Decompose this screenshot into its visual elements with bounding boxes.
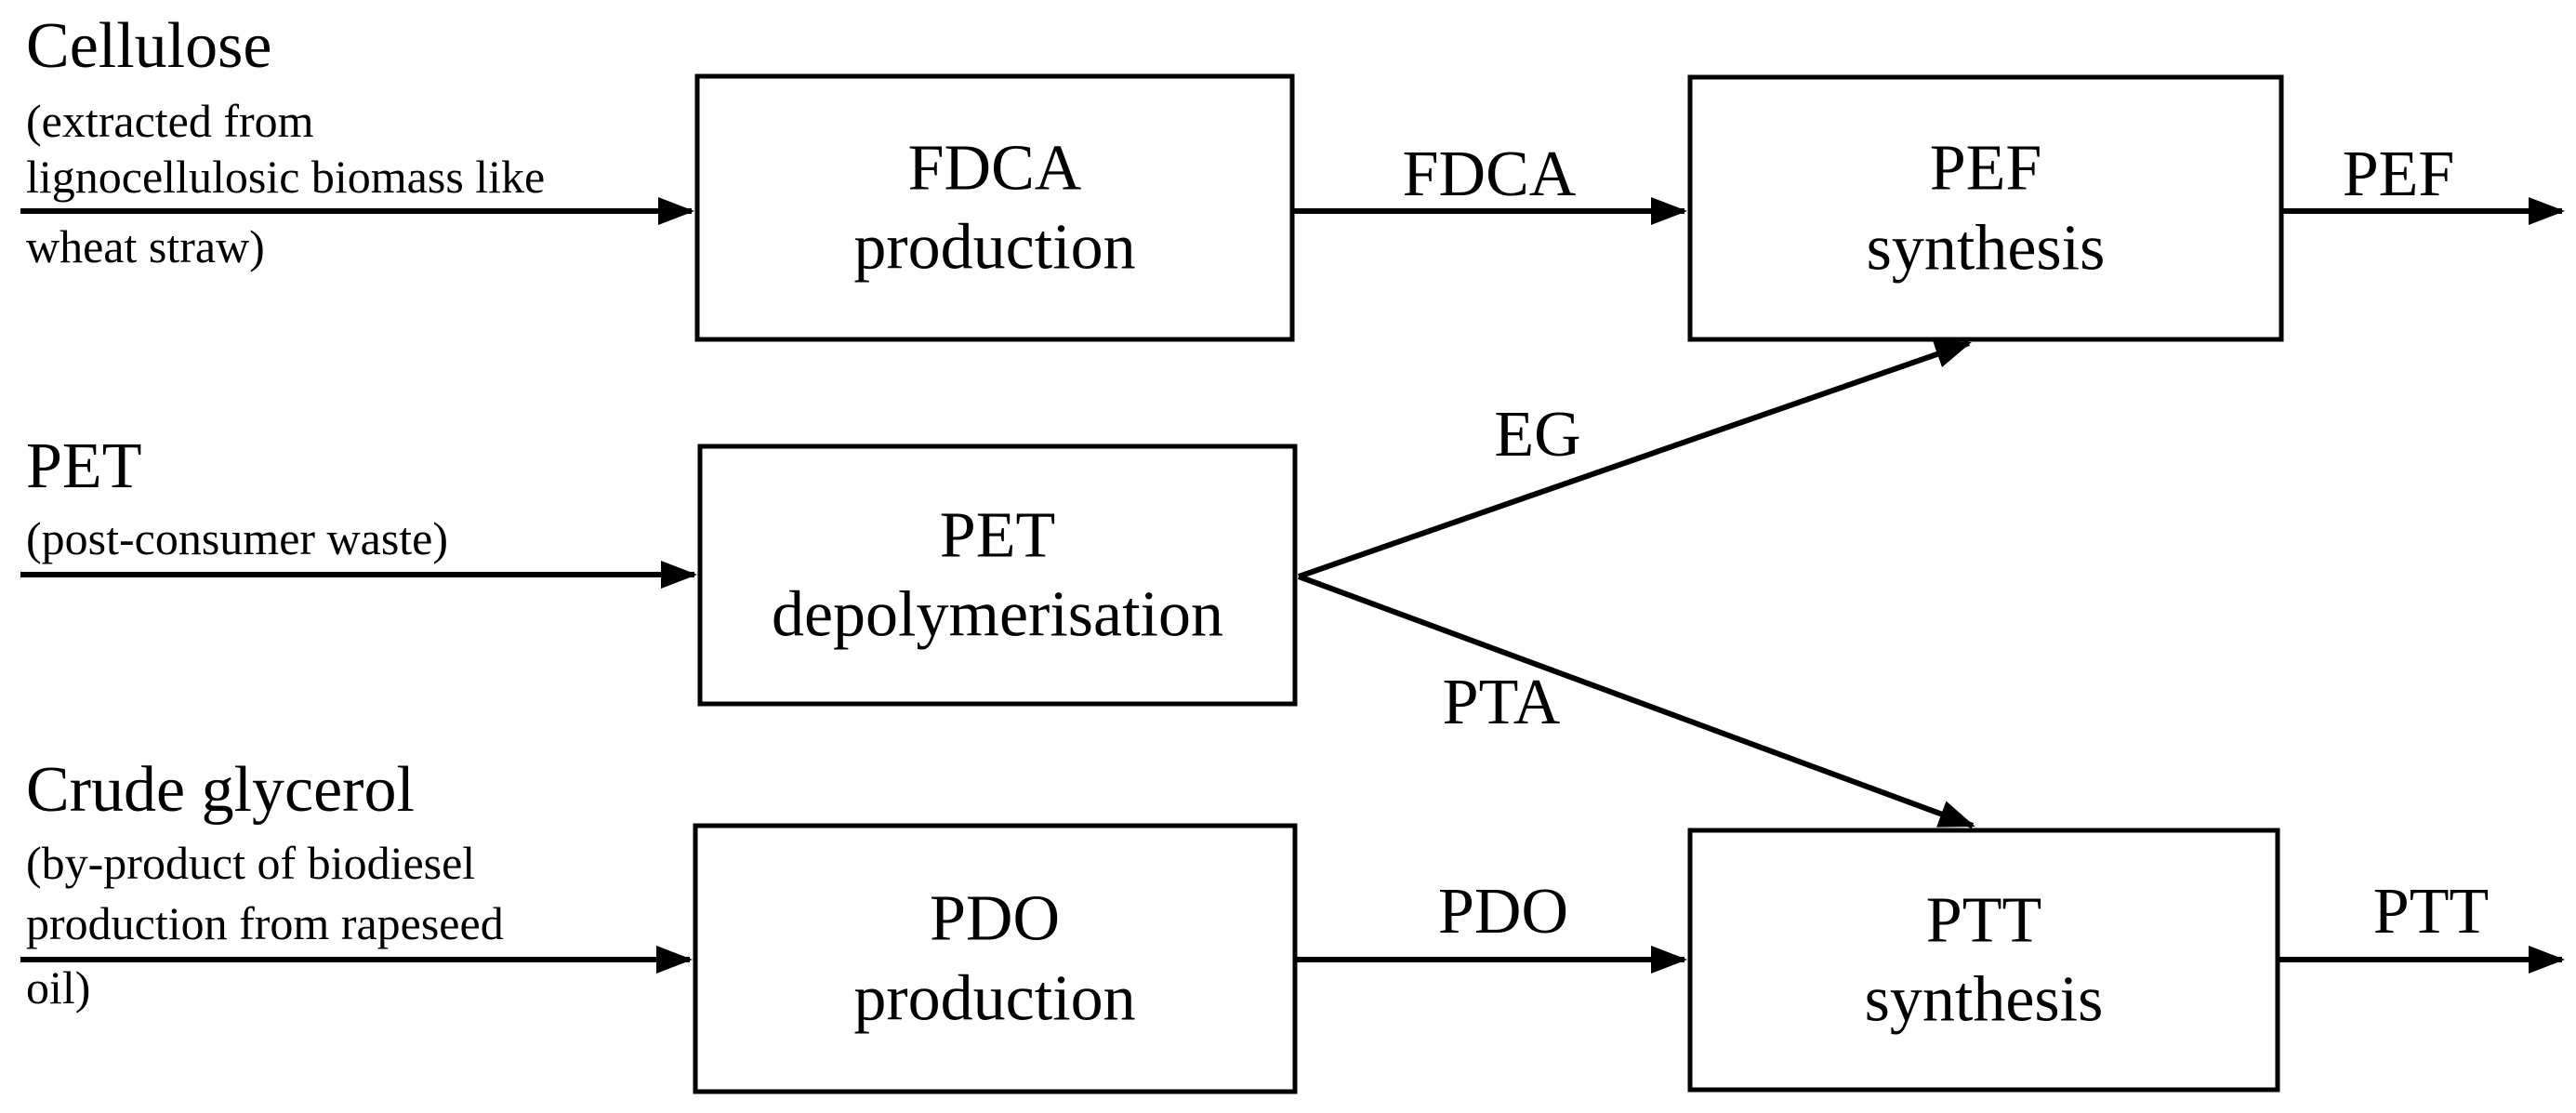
fdca-production-box-label-line1: FDCA: [908, 133, 1082, 205]
pdo-production-box-label-line1: PDO: [930, 883, 1060, 955]
fdca-production-box: [694, 73, 1295, 342]
pef-synthesis-box-label-line1: PEF: [1930, 133, 2042, 205]
source-crude-glycerol-desc-line3: oil): [26, 961, 90, 1014]
source-pet-title: PET: [26, 431, 141, 502]
ptt-synthesis-box-label-line2: synthesis: [1865, 964, 2104, 1036]
pef-synthesis-box: [1687, 74, 2284, 342]
source-cellulose-desc-line2: lignocellulosic biomass like: [26, 151, 545, 203]
flow-label-fdca: FDCA: [1403, 139, 1577, 210]
pet-depolymerisation-box-label-line2: depolymerisation: [772, 579, 1223, 651]
pdo-production-box-label-line2: production: [853, 963, 1135, 1035]
source-crude-glycerol-desc-line2: production from rapeseed: [26, 897, 504, 949]
source-crude-glycerol-title: Crude glycerol: [26, 754, 415, 826]
source-cellulose-title: Cellulose: [26, 10, 271, 82]
arrow-pta-to-ptt: [1297, 574, 1975, 828]
flow-label-eg: EG: [1494, 399, 1580, 470]
flow-label-pta: PTA: [1443, 667, 1561, 738]
flow-label-ptt-out: PTT: [2373, 876, 2489, 947]
pet-depolymerisation-box-label-line1: PET: [940, 500, 1055, 572]
source-pet-desc-line1: (post-consumer waste): [26, 512, 448, 564]
pet-depolymerisation-box: [697, 444, 1298, 707]
source-cellulose-desc-line3: wheat straw): [26, 220, 265, 272]
fdca-production-box-label-line2: production: [853, 212, 1135, 284]
source-crude-glycerol-desc-line1: (by-product of biodiesel: [26, 837, 475, 889]
arrow-eg-to-pef: [1298, 340, 1972, 579]
flow-label-pef-out: PEF: [2343, 139, 2455, 210]
pef-synthesis-box-label-line2: synthesis: [1867, 213, 2106, 285]
source-cellulose-desc-line1: (extracted from: [26, 95, 314, 147]
pdo-production-box: [693, 823, 1298, 1094]
ptt-synthesis-box-label-line1: PTT: [1926, 885, 2041, 957]
ptt-synthesis-box: [1687, 828, 2280, 1093]
flow-label-pdo: PDO: [1438, 876, 1568, 947]
